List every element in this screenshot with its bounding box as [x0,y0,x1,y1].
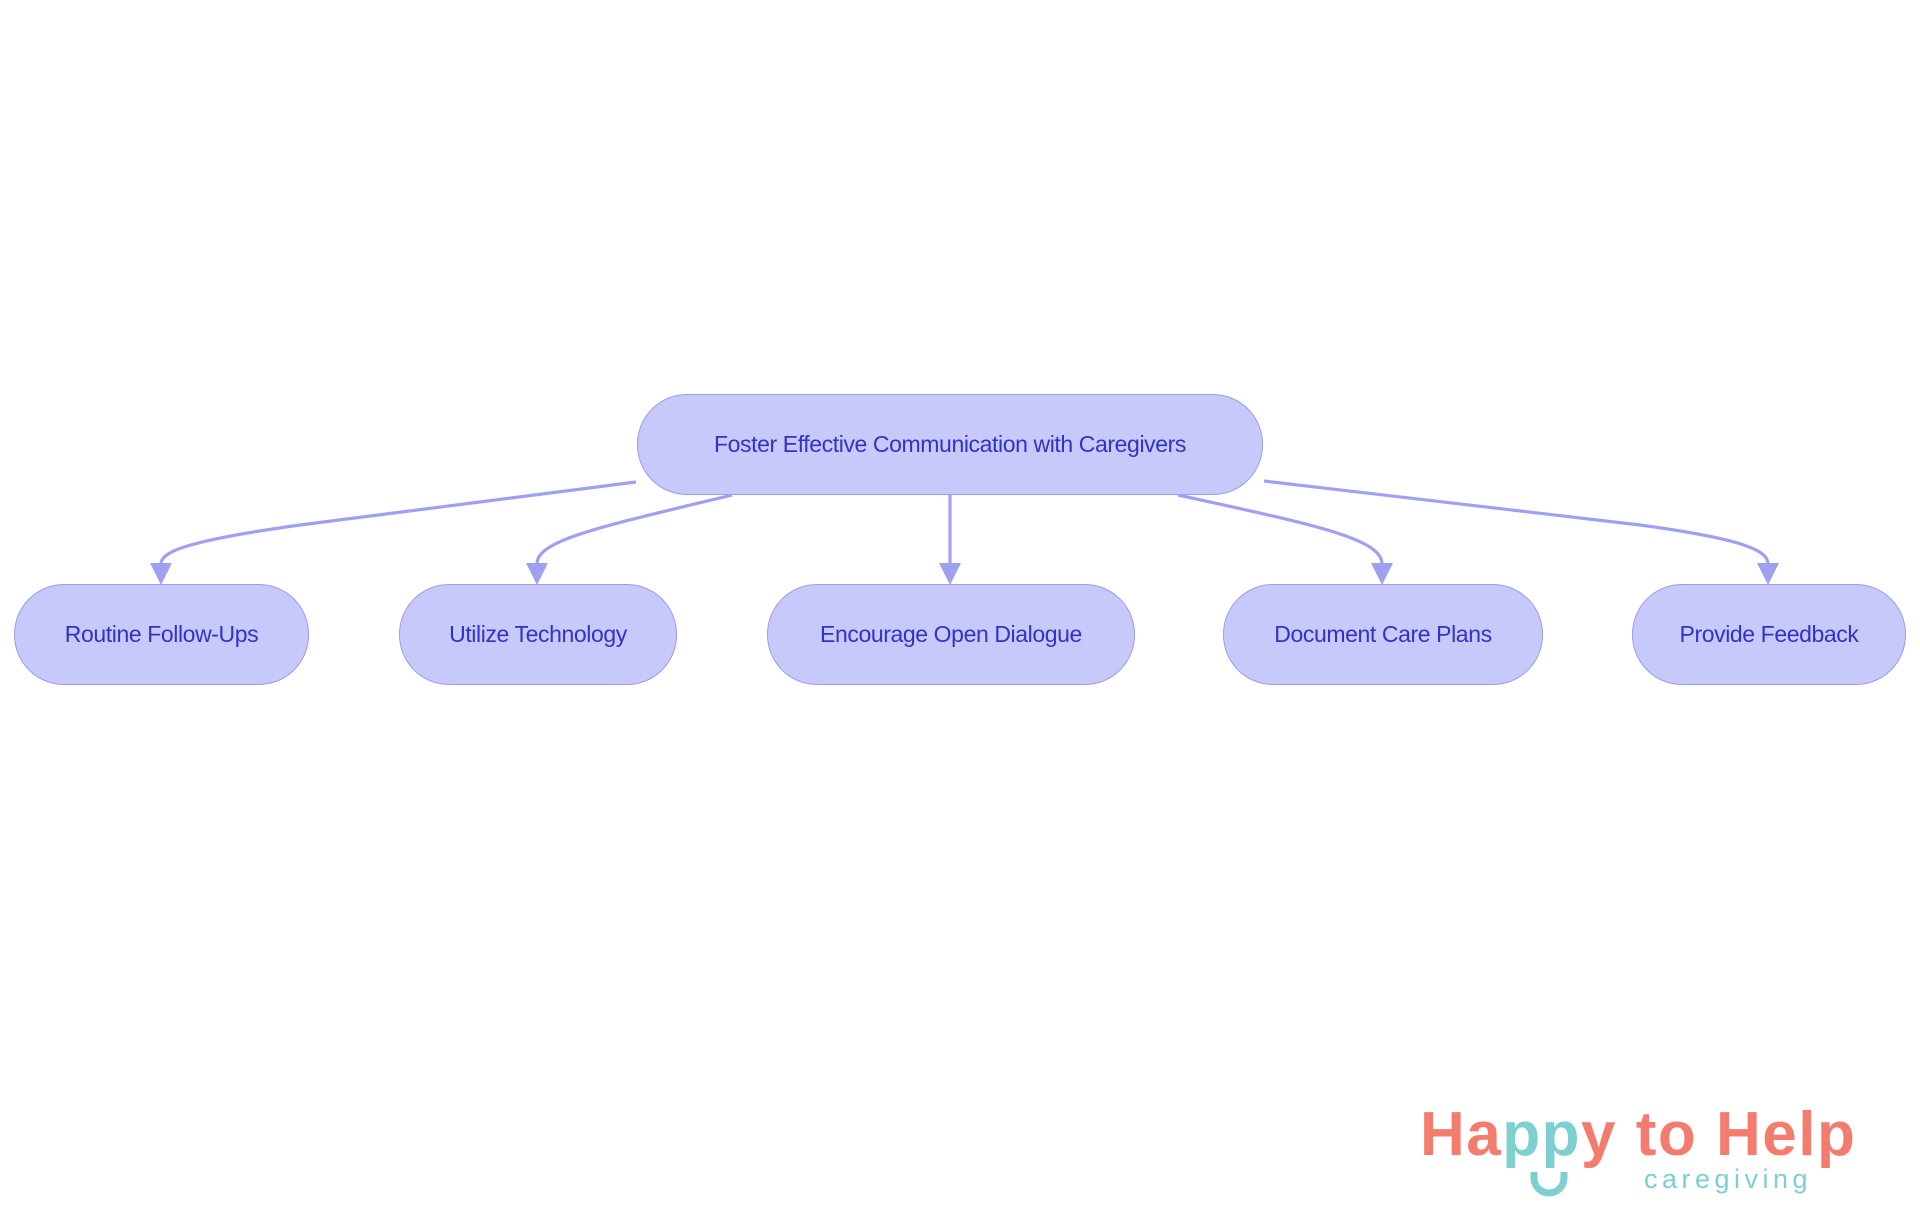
edge-root-to-utilize-technology [526,493,733,585]
node-encourage-open-dialogue[interactable]: Encourage Open Dialogue [767,584,1135,685]
node-label: Utilize Technology [449,621,627,647]
logo-subtitle: caregiving [1644,1164,1813,1194]
edge-root-to-encourage-open-dialogue [939,495,961,585]
arrowhead-icon [526,563,548,585]
arrowhead-icon [150,563,172,585]
brand-logo: Happy to Help caregiving [1420,1098,1890,1208]
logo-title-part: Ha [1420,1100,1503,1169]
node-label: Provide Feedback [1679,621,1859,647]
arrowhead-icon [1371,563,1393,585]
arrowhead-icon [1757,563,1779,585]
node-routine-follow-ups[interactable]: Routine Follow-Ups [14,584,309,685]
node-label: Foster Effective Communication with Care… [713,431,1187,457]
node-root[interactable]: Foster Effective Communication with Care… [637,394,1263,495]
node-label: Document Care Plans [1274,621,1492,647]
node-label: Encourage Open Dialogue [820,621,1082,647]
logo-title: Happy to Help [1420,1098,1856,1172]
logo-title-part: y to Help [1581,1100,1857,1169]
arrowhead-icon [939,563,961,585]
edge-root-to-provide-feedback [1263,479,1779,585]
smile-icon [1530,1172,1568,1197]
logo-title-part: pp [1502,1100,1582,1169]
node-utilize-technology[interactable]: Utilize Technology [399,584,677,685]
node-document-care-plans[interactable]: Document Care Plans [1223,584,1543,685]
edge-root-to-routine-follow-ups [150,480,637,585]
edge-root-to-document-care-plans [1177,493,1393,585]
node-provide-feedback[interactable]: Provide Feedback [1632,584,1906,685]
node-label: Routine Follow-Ups [64,621,259,647]
